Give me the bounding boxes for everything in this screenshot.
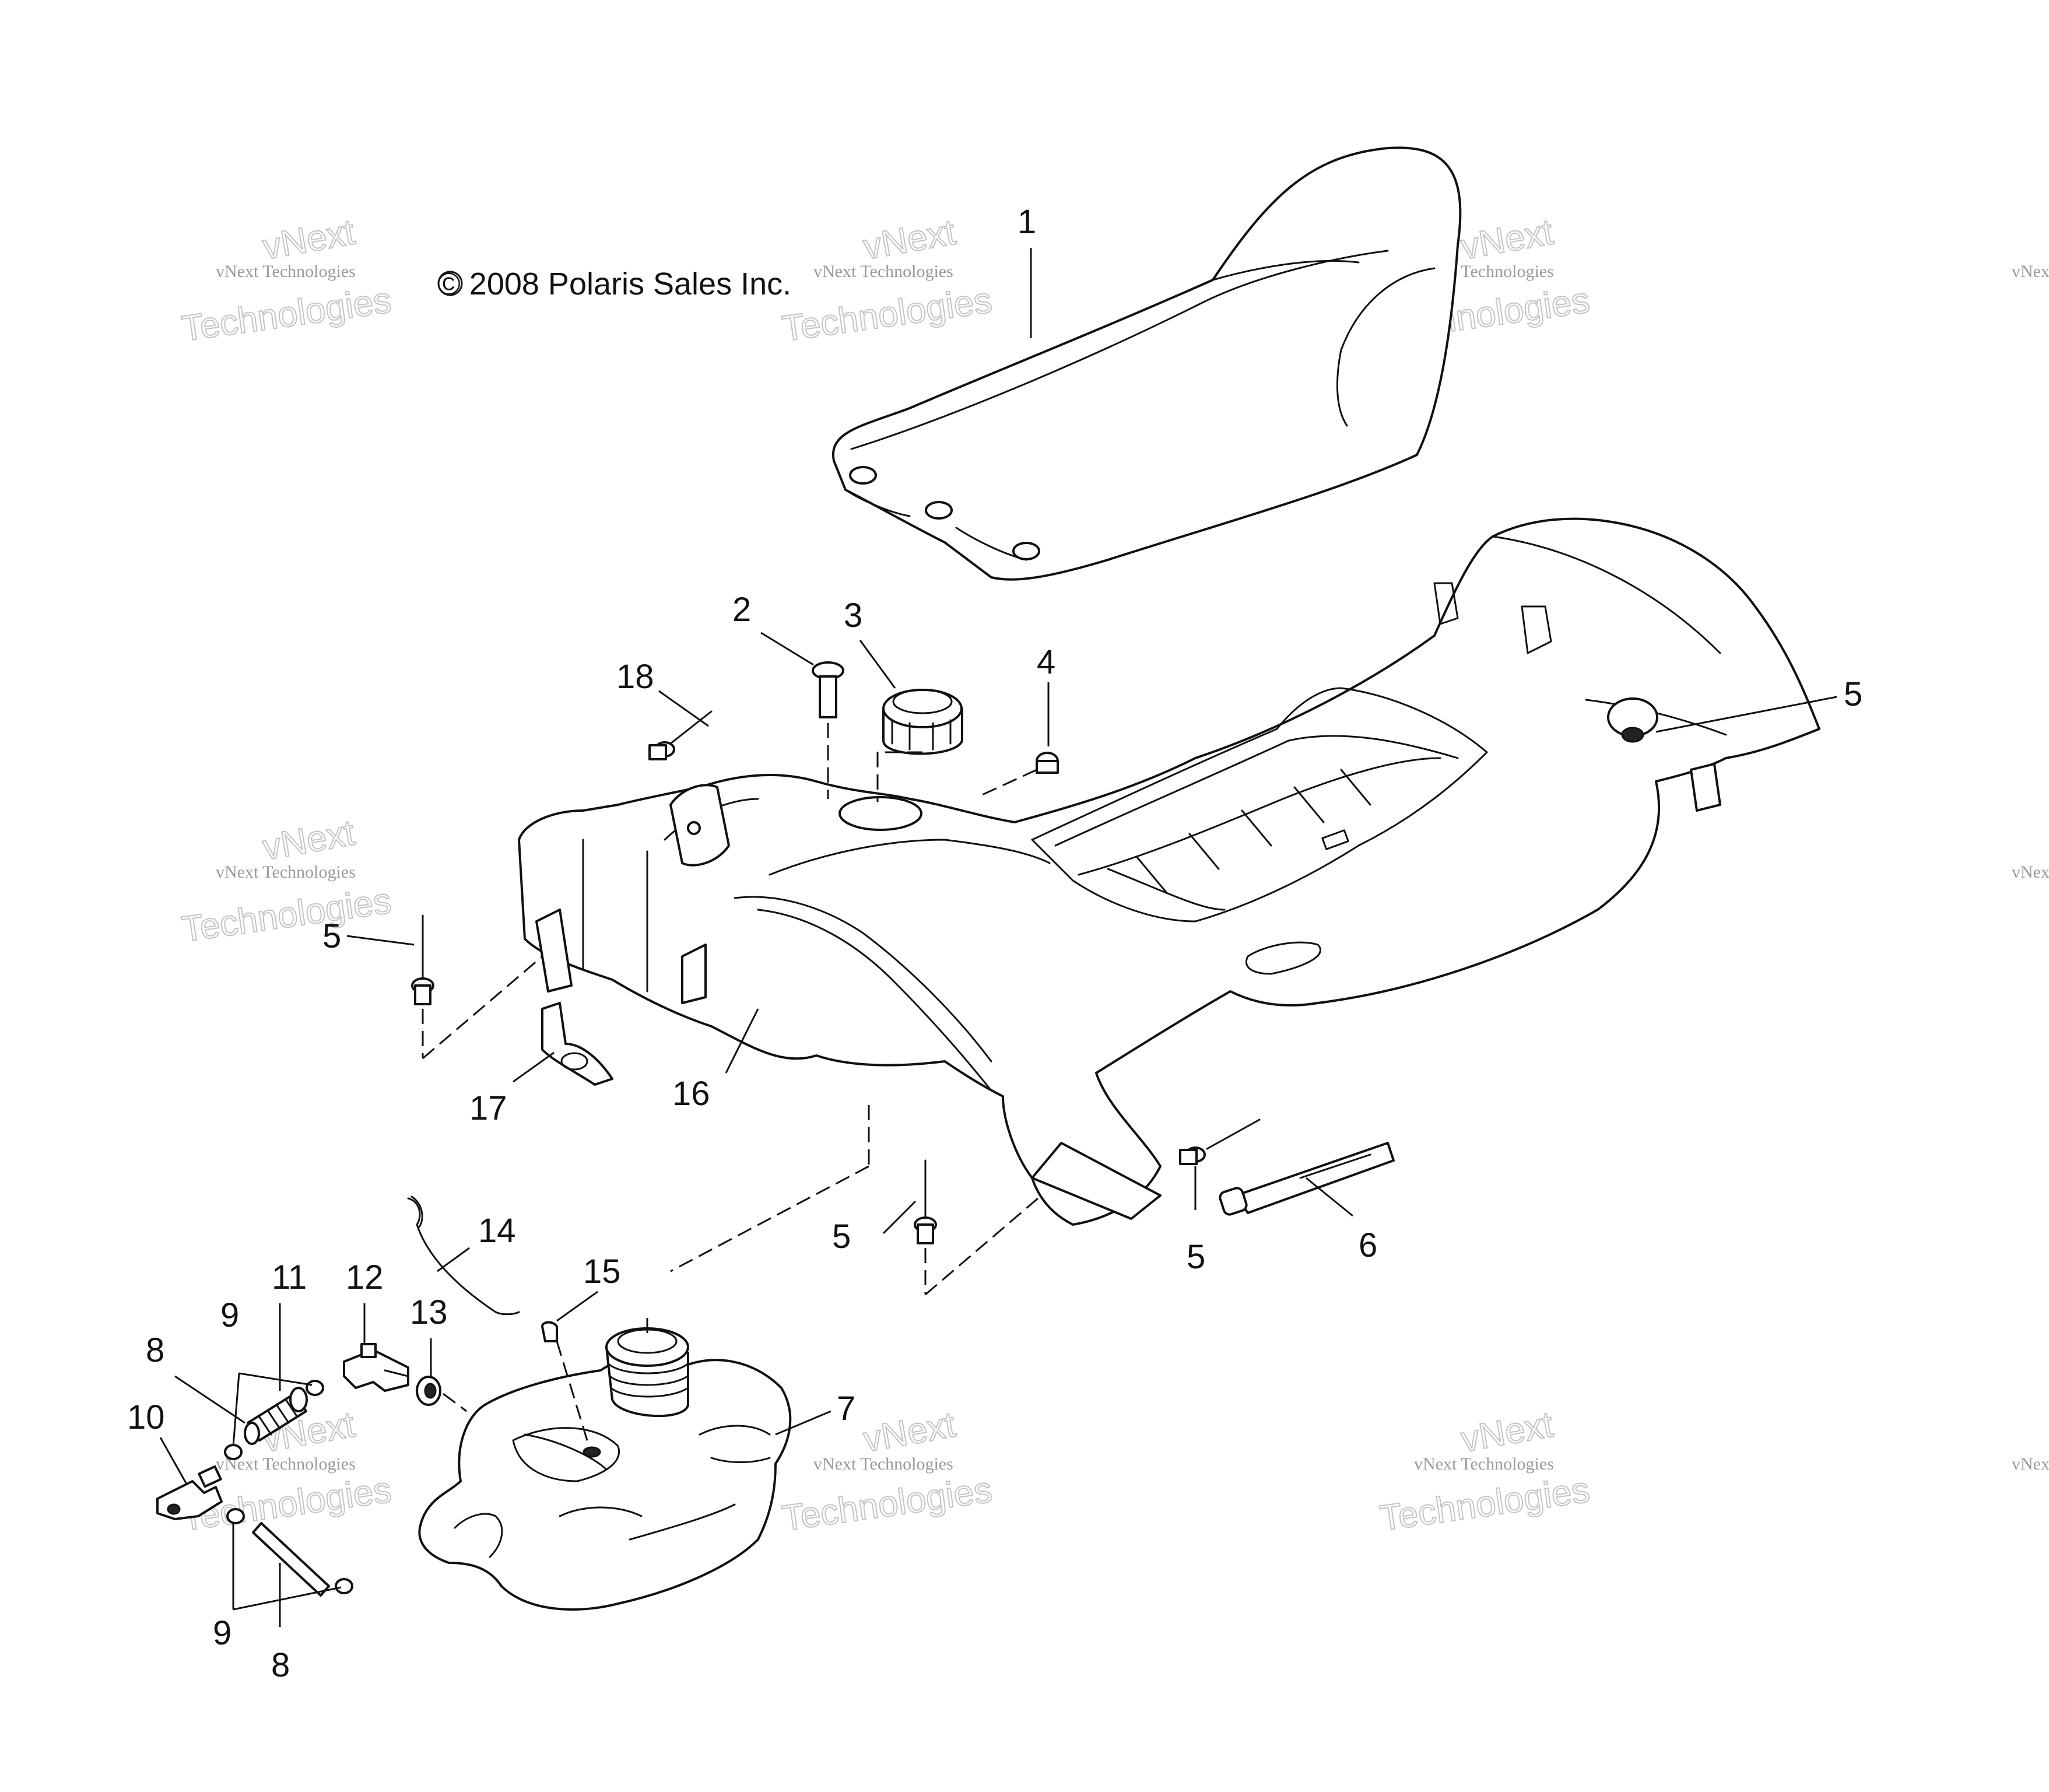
watermark-tile-8: Technologies vNext Technologies vNext [779, 1404, 995, 1539]
copyright-text: © 2008 Polaris Sales Inc. [437, 266, 791, 301]
clamp-icon [306, 1380, 324, 1396]
callout-6: 6 [1359, 1226, 1377, 1264]
rivet-icon [1607, 697, 1658, 743]
watermark-small: vNext Technologies [2012, 862, 2049, 882]
callout-4: 4 [1037, 643, 1055, 681]
petcock-icon [156, 1465, 223, 1520]
clamp-icon [224, 1444, 243, 1460]
watermark-small: vNext Technologies [813, 262, 953, 281]
clamp-icon [335, 1578, 353, 1594]
callout-labels: 1 2 3 4 5 5 5 5 6 7 8 8 9 9 10 11 12 13 … [127, 203, 1862, 1684]
callout-15: 15 [583, 1253, 621, 1290]
watermark-small: vNext Technologies [2012, 1454, 2049, 1474]
bracket-icon [541, 1002, 613, 1086]
fender-icon [518, 517, 1820, 1226]
callout-8: 8 [271, 1646, 290, 1684]
nut-icon [1036, 752, 1059, 774]
vent-hose-icon [407, 1195, 520, 1316]
watermark-large: Technologies [780, 1470, 994, 1539]
callout-13: 13 [410, 1293, 448, 1331]
callout-18: 18 [616, 658, 654, 696]
callout-1: 1 [1018, 203, 1036, 241]
watermark-small: vNext Technologies [1414, 1454, 1554, 1474]
check-valve-icon [541, 1321, 558, 1342]
watermark-corner: vNext [259, 812, 357, 868]
watermark-large: Technologies [780, 280, 994, 349]
screw-icon [812, 661, 844, 718]
watermark-small: vNext Technologies [813, 1454, 953, 1474]
watermark-large: Technologies [179, 280, 394, 349]
callout-5: 5 [322, 917, 341, 955]
callout-5: 5 [832, 1218, 851, 1256]
watermark-corner: vNext [860, 1404, 958, 1460]
callout-12: 12 [346, 1258, 384, 1296]
callout-17: 17 [469, 1089, 507, 1127]
clamp-icon [226, 1508, 245, 1524]
callout-14: 14 [478, 1212, 516, 1250]
watermark-corner: vNext [860, 212, 958, 267]
callout-16: 16 [672, 1075, 710, 1113]
watermark-corner: vNext [259, 212, 357, 267]
watermark-small: vNext Technologies [216, 262, 356, 281]
watermark-tile-9: Technologies vNext Technologies vNext [1377, 1404, 1592, 1539]
watermark-tile-4: Technologies vNext Technologies vNext [178, 812, 394, 951]
rivet-icon [411, 914, 434, 1005]
callout-2: 2 [732, 591, 751, 629]
strap-icon [1219, 1142, 1395, 1216]
watermark-corner: vNext [1458, 1404, 1556, 1460]
watermark-large: Technologies [179, 881, 394, 950]
watermark-small: vNext Technologies [2012, 262, 2049, 281]
watermark-tile-1: Technologies vNext Technologies vNext [178, 211, 394, 350]
fuel-cap-icon [882, 689, 963, 755]
filter-icon [244, 1387, 308, 1445]
seat-icon [831, 146, 1462, 581]
watermark-small: vNext Technologies [216, 862, 356, 882]
callout-10: 10 [127, 1398, 165, 1436]
callout-9: 9 [220, 1296, 239, 1334]
rivet-icon [648, 710, 713, 760]
callout-5: 5 [1844, 675, 1862, 713]
fitting-icon [343, 1343, 409, 1392]
callout-5: 5 [1187, 1238, 1205, 1276]
callout-9: 9 [213, 1614, 231, 1652]
callout-11: 11 [272, 1258, 307, 1296]
watermark-edge: vNext Technologies vNext Technologies vN… [2012, 262, 2049, 1474]
leader-lines [159, 248, 1837, 1627]
hose-icon [252, 1522, 330, 1597]
assembly-lines [422, 723, 1038, 1447]
watermark-corner: vNext [1458, 212, 1556, 267]
callout-8: 8 [146, 1331, 164, 1369]
callout-7: 7 [837, 1390, 855, 1428]
watermark-tile-2: Technologies vNext Technologies vNext [779, 211, 995, 350]
rivet-icon [914, 1159, 937, 1244]
callout-3: 3 [844, 597, 862, 634]
rivet-icon [1179, 1118, 1261, 1165]
copyright-symbol-ring [437, 271, 463, 296]
watermark-large: Technologies [1377, 1470, 1592, 1539]
fuel-tank-icon [418, 1327, 792, 1611]
grommet-icon [416, 1376, 441, 1406]
